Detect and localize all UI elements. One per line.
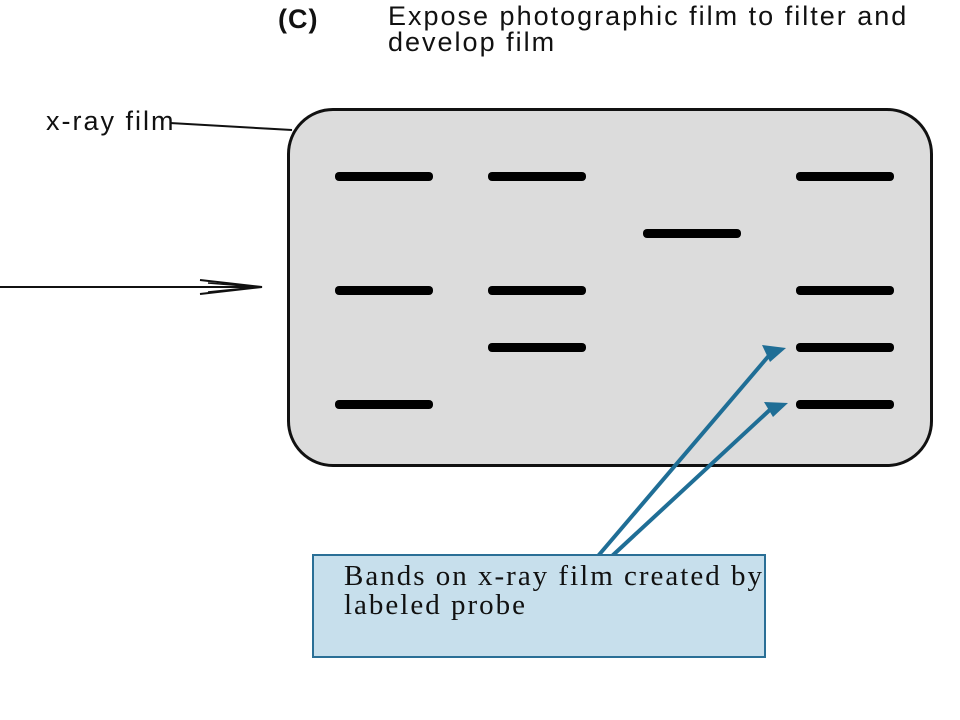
film-band: [796, 286, 894, 295]
callout-arrow-icon: [596, 345, 788, 558]
step-letter: (C): [278, 4, 319, 34]
film-band: [643, 229, 741, 238]
film-band: [796, 400, 894, 409]
leader-line: [169, 122, 293, 131]
callout-box: Bands on x-ray film created by labeled p…: [312, 554, 766, 658]
film-band: [488, 343, 586, 352]
arrow-right-icon: [0, 279, 263, 295]
xray-film-label: x-ray film: [46, 106, 176, 136]
step-description: Expose photographic film to filter and d…: [388, 1, 909, 57]
film-band: [335, 172, 433, 181]
film-band: [335, 400, 433, 409]
film-band: [488, 172, 586, 181]
film-band: [796, 343, 894, 352]
callout-text: Bands on x-ray film created by labeled p…: [344, 560, 764, 621]
film-band: [796, 172, 894, 181]
film-band: [335, 286, 433, 295]
film-band: [488, 286, 586, 295]
xray-film: [287, 108, 933, 467]
